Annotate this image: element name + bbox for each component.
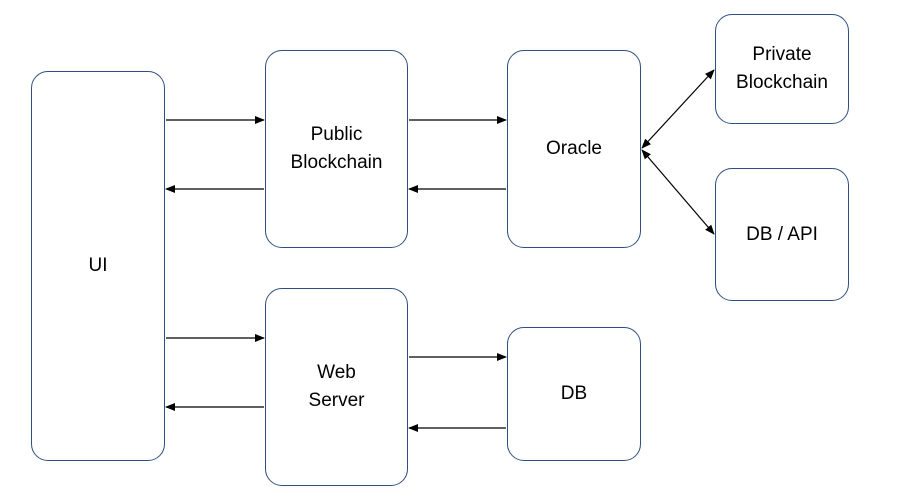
web-server-node: Web Server: [265, 288, 408, 486]
oracle-node-label: Oracle: [546, 138, 602, 159]
db-node-label: DB: [560, 383, 588, 404]
public-blockchain-node: Public Blockchain: [265, 50, 408, 248]
ui-node-label: UI: [88, 255, 108, 276]
private-blockchain-node-label: Private Blockchain: [736, 44, 828, 93]
public-blockchain-node-label: Public Blockchain: [290, 124, 383, 173]
arrow-oracle-db-api: [641, 149, 715, 235]
arrow-oracle-private-blockchain: [641, 69, 715, 149]
ui-node: UI: [31, 71, 165, 461]
private-blockchain-node: Private Blockchain: [715, 14, 849, 124]
oracle-node: Oracle: [507, 50, 641, 248]
db-node: DB: [507, 327, 641, 461]
db-api-node-label: DB / API: [746, 223, 818, 245]
db-api-node: DB / API: [715, 168, 849, 301]
web-server-node-label: Web Server: [308, 362, 365, 411]
